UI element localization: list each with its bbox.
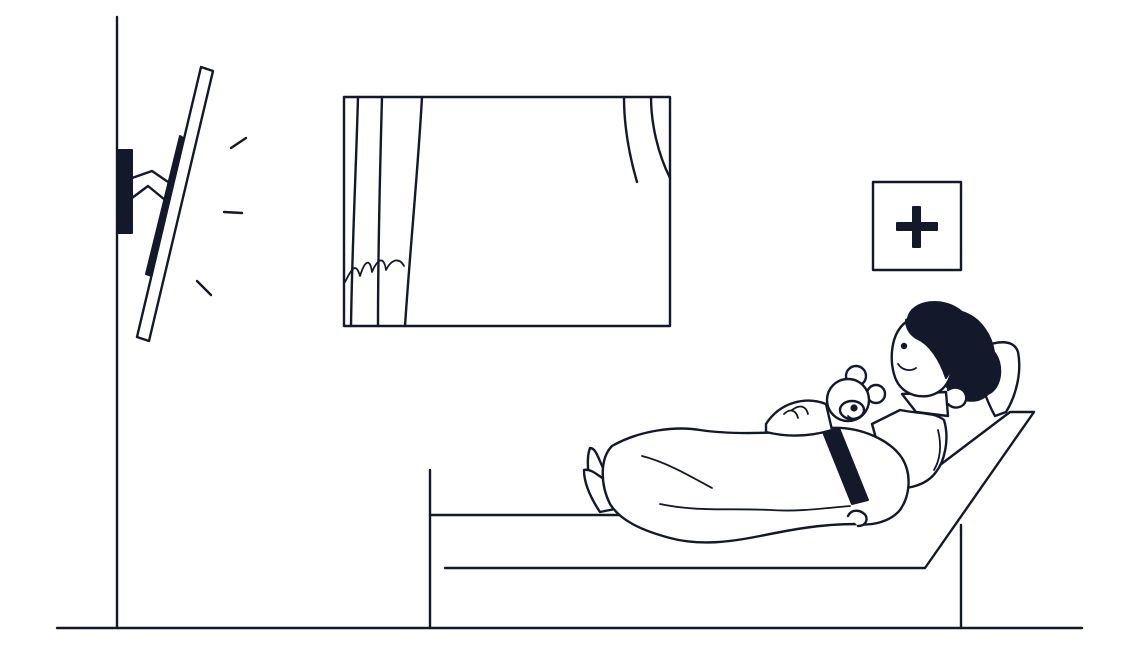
- teddy-bear-icon: [825, 364, 887, 423]
- hospital-bed-icon: [428, 410, 1036, 630]
- window-icon: [342, 95, 672, 328]
- patient-icon: [582, 300, 1021, 544]
- medical-cross-icon: [871, 180, 963, 272]
- wall-tv-icon: [116, 65, 248, 343]
